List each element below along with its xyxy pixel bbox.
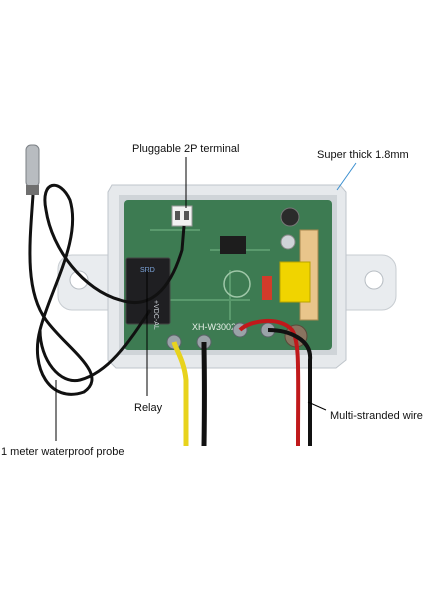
label-pluggable-terminal: Pluggable 2P terminal: [132, 143, 240, 155]
label-multi-stranded-wire: Multi-stranded wire: [330, 410, 423, 422]
thick-leader: [336, 162, 357, 191]
terminal-pin-2: [184, 211, 189, 220]
black-wire-2: [267, 328, 313, 446]
right-ear-hole: [364, 270, 384, 290]
probe-cable-loop: [38, 309, 152, 383]
capacitor-1: [280, 207, 300, 227]
capacitor-2: [280, 234, 296, 250]
relay: [125, 257, 171, 325]
probe-tip: [25, 144, 40, 188]
board-model: XH-W3002: [192, 322, 236, 332]
left-ear-hole: [69, 270, 89, 290]
red-wire: [238, 319, 301, 447]
label-super-thick: Super thick 1.8mm: [317, 149, 409, 161]
pcb-pad: [223, 270, 251, 298]
pcb: SRD +VDC-AL XH-W3002: [124, 200, 332, 350]
label-relay: Relay: [134, 402, 163, 414]
yellow-wire: [171, 341, 189, 446]
terminal-pin-1: [175, 211, 180, 220]
ic-chip: [220, 236, 246, 254]
output-wires: [171, 319, 313, 447]
probe-collar: [26, 185, 39, 195]
leader-lines: [55, 157, 357, 441]
transformer: [279, 261, 311, 303]
wire-leader: [307, 401, 327, 411]
red-component: [262, 276, 272, 300]
label-waterproof-probe: 1 meter waterproof probe: [1, 446, 125, 458]
relay-rating: +VDC-AL: [152, 300, 159, 330]
waterproof-probe: [25, 144, 186, 396]
probe-cable: [28, 183, 186, 396]
